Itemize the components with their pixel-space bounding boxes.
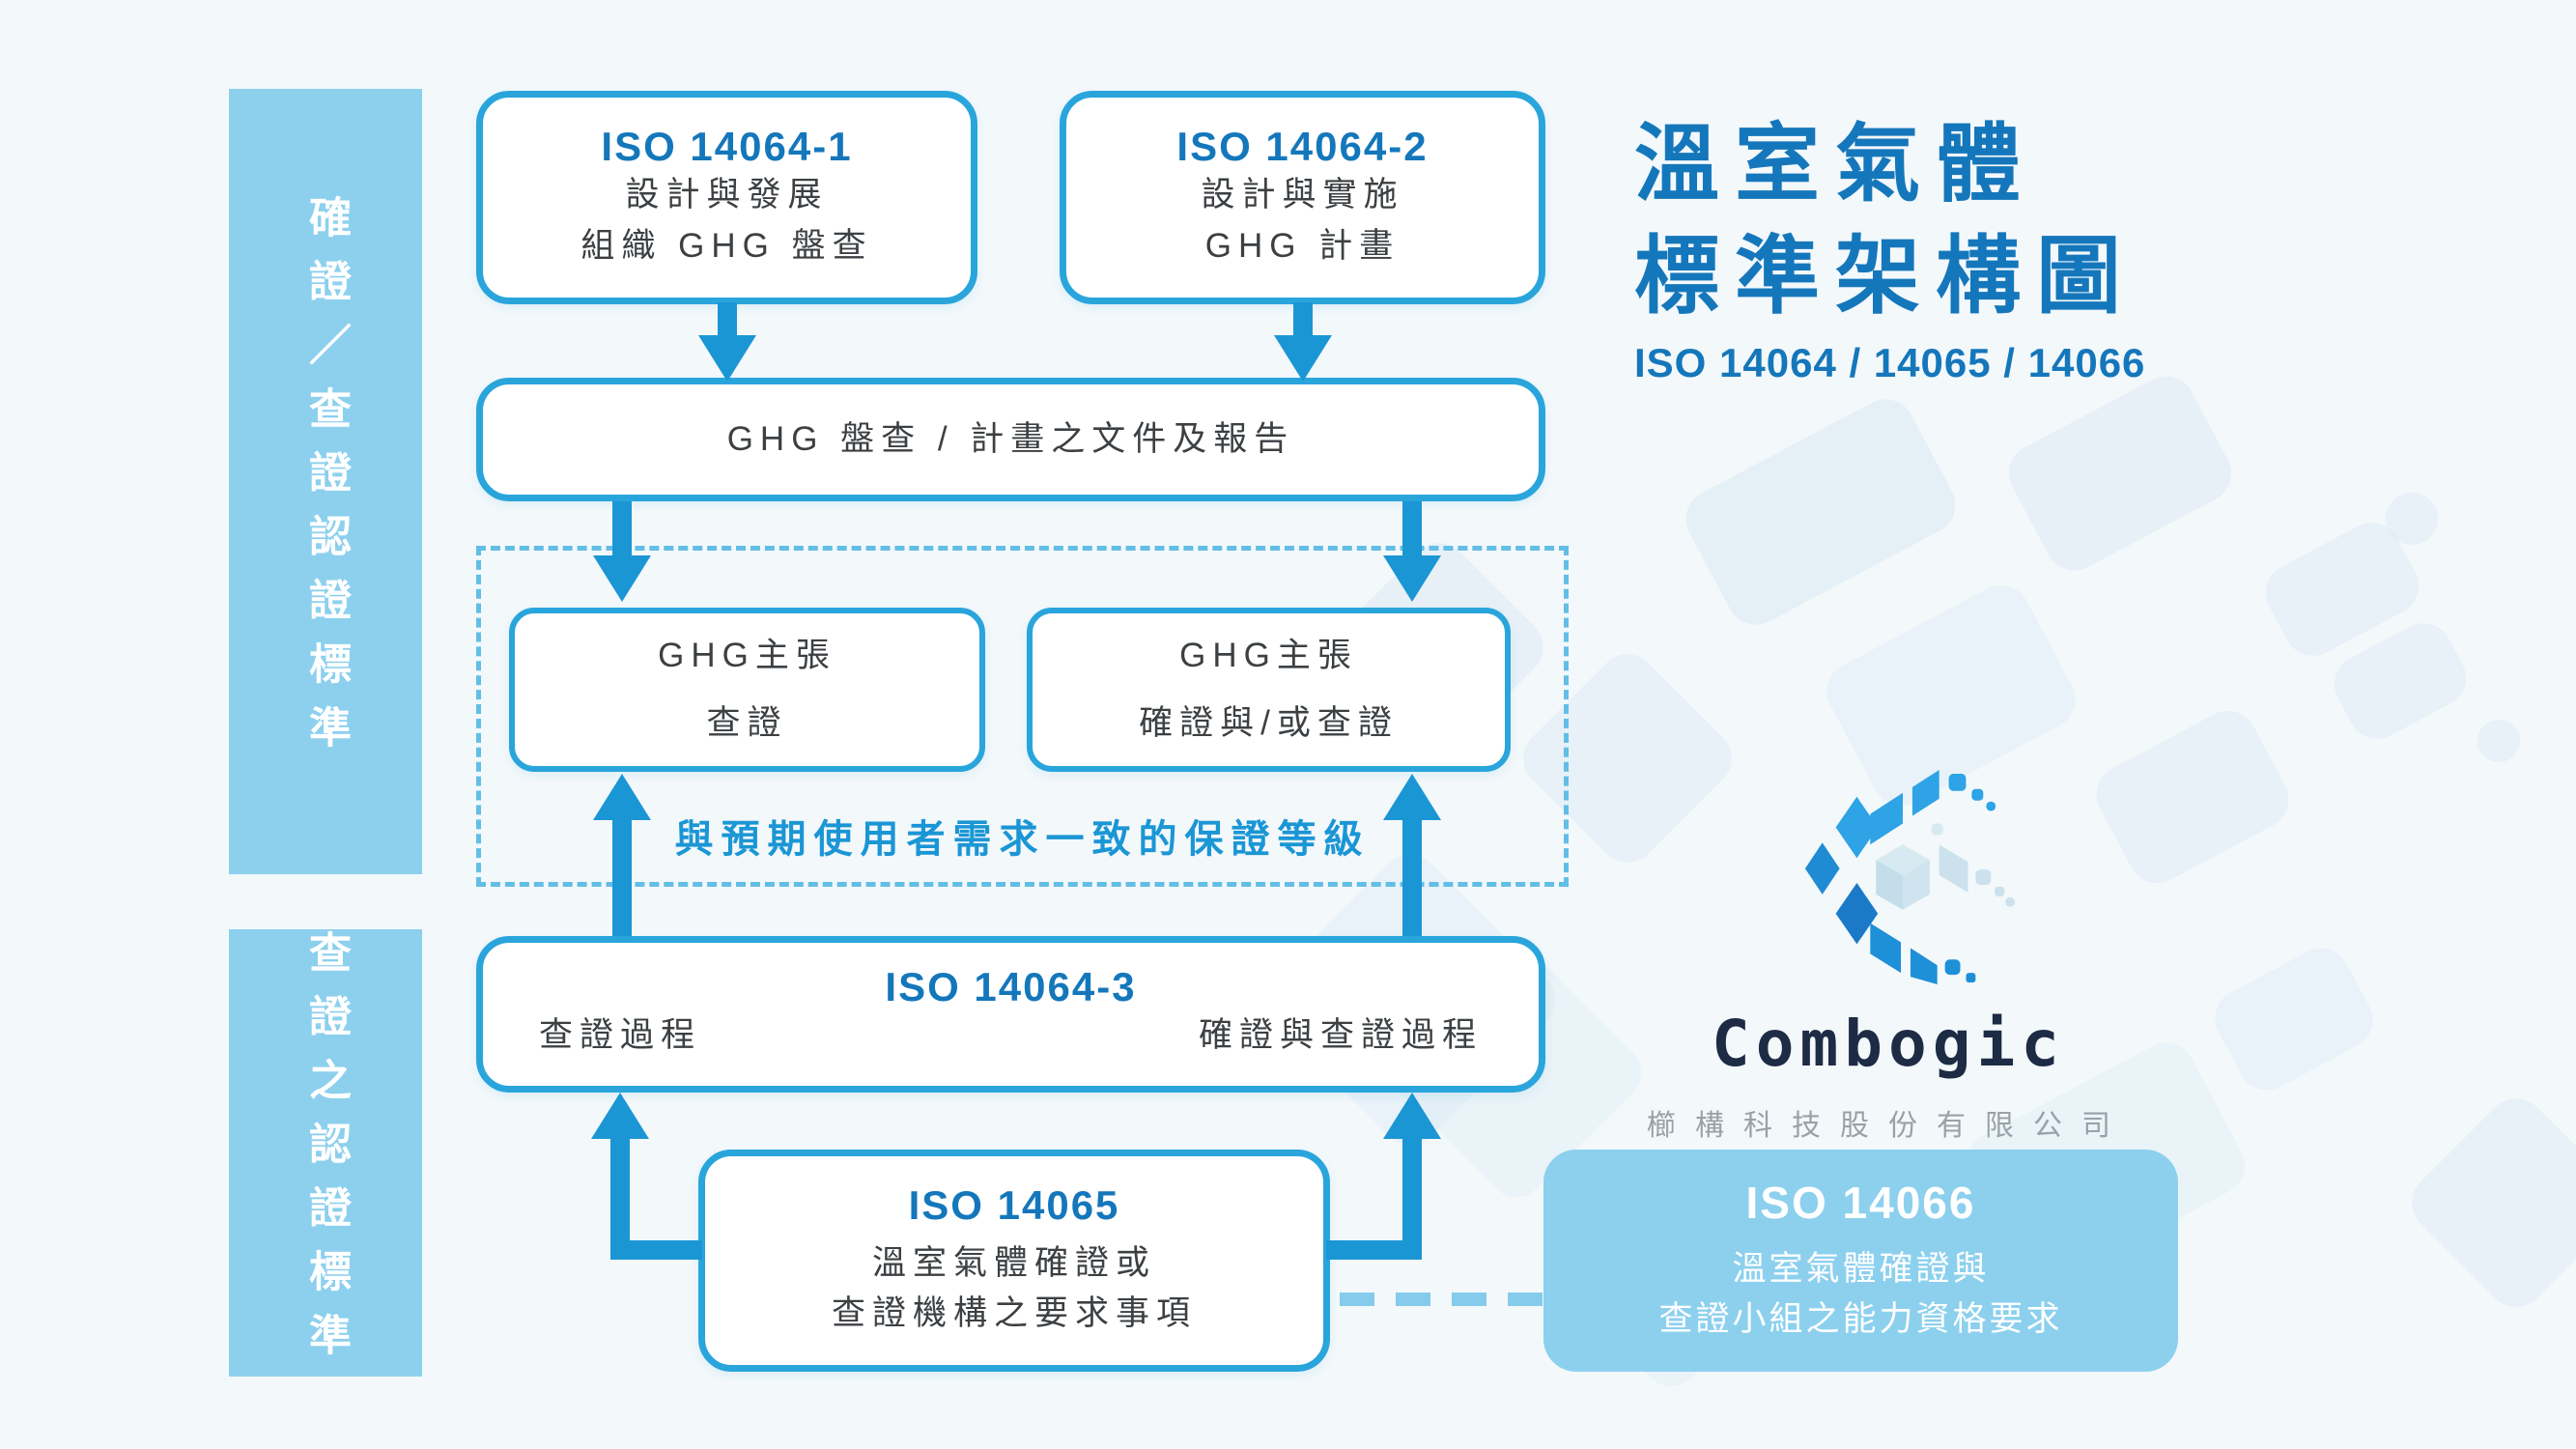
watermark-shape bbox=[2468, 710, 2530, 772]
arrow-down-icon bbox=[1274, 335, 1332, 382]
watermark-shape bbox=[2086, 700, 2299, 894]
ghg-report-box: GHG 盤查 / 計畫之文件及報告 bbox=[476, 378, 1545, 501]
elbow-connector bbox=[610, 1137, 630, 1260]
iso-14064-1-line2: 組織 GHG 盤查 bbox=[580, 226, 873, 265]
watermark-shape bbox=[1998, 365, 2242, 582]
iso-14066-title: ISO 14066 bbox=[1745, 1177, 1976, 1228]
arrow-up-icon bbox=[1402, 818, 1422, 936]
category-label: 確證／查證認證標準 bbox=[302, 194, 350, 769]
category-label: 查證之認證標準 bbox=[302, 929, 350, 1377]
iso-14064-2-title: ISO 14064-2 bbox=[1176, 124, 1429, 169]
iso-14066-line2: 查證小組之能力資格要求 bbox=[1658, 1300, 2063, 1338]
elbow-connector bbox=[1402, 1137, 1422, 1260]
arrow-down-icon bbox=[1293, 302, 1313, 343]
watermark-shape bbox=[2204, 938, 2384, 1100]
arrow-down-icon bbox=[698, 335, 756, 382]
iso-14064-1-box: ISO 14064-1 設計與發展 組織 GHG 盤查 bbox=[476, 91, 977, 304]
claim-right-line2: 確證與/或查證 bbox=[1139, 703, 1399, 742]
iso-14065-line1: 溫室氣體確證或 bbox=[871, 1243, 1156, 1282]
arrow-up-icon bbox=[1383, 774, 1441, 820]
assurance-dashed-region bbox=[476, 546, 1569, 887]
logo-wordmark: Combogic bbox=[1712, 1007, 2065, 1081]
arrow-up-icon bbox=[612, 818, 632, 936]
iso-14064-3-right-label: 確證與查證過程 bbox=[1198, 1016, 1483, 1054]
claim-left-line1: GHG主張 bbox=[658, 636, 836, 674]
cube-logo-icon bbox=[1804, 769, 2016, 985]
page-subtitle: ISO 14064 / 14065 / 14066 bbox=[1634, 340, 2146, 385]
arrow-down-icon bbox=[1383, 555, 1441, 602]
dashed-connector bbox=[1340, 1293, 1543, 1306]
iso-14065-title: ISO 14065 bbox=[908, 1181, 1120, 1228]
arrow-down-icon bbox=[593, 555, 651, 602]
iso-14064-3-title: ISO 14064-3 bbox=[885, 964, 1137, 1009]
arrow-down-icon bbox=[718, 302, 737, 343]
arrow-up-icon bbox=[1383, 1093, 1441, 1139]
logo-company-name: 櫛構科技股份有限公司 bbox=[1647, 1110, 2130, 1142]
iso-14064-3-left-label: 查證過程 bbox=[539, 1016, 702, 1054]
arrow-up-icon bbox=[593, 774, 651, 820]
iso-14065-box: ISO 14065 溫室氣體確證或 查證機構之要求事項 bbox=[698, 1150, 1330, 1372]
iso-14064-2-box: ISO 14064-2 設計與實施 GHG 計畫 bbox=[1060, 91, 1545, 304]
watermark-shape bbox=[1676, 388, 1966, 636]
iso-14064-2-line2: GHG 計畫 bbox=[1204, 226, 1401, 265]
category-panel-accreditation: 查證之認證標準 bbox=[229, 929, 422, 1377]
iso-14065-line2: 查證機構之要求事項 bbox=[831, 1294, 1197, 1332]
arrow-up-icon bbox=[591, 1093, 649, 1139]
watermark-shape bbox=[2399, 1086, 2576, 1320]
iso-14064-1-line1: 設計與發展 bbox=[625, 176, 829, 213]
assurance-note: 與預期使用者需求一致的保證等級 bbox=[674, 818, 1371, 861]
ghg-claim-verification-box: GHG主張 查證 bbox=[509, 608, 985, 772]
iso-14066-box: ISO 14066 溫室氣體確證與 查證小組之能力資格要求 bbox=[1543, 1150, 2178, 1372]
arrow-down-icon bbox=[612, 501, 632, 557]
elbow-connector bbox=[610, 1240, 702, 1260]
elbow-connector bbox=[1326, 1240, 1422, 1260]
category-panel-validation-verification: 確證／查證認證標準 bbox=[229, 89, 422, 874]
iso-14064-1-title: ISO 14064-1 bbox=[601, 124, 853, 169]
claim-left-line2: 查證 bbox=[706, 703, 788, 742]
claim-right-line1: GHG主張 bbox=[1179, 636, 1358, 674]
page-title-line2: 標準架構圖 bbox=[1634, 228, 2137, 325]
iso-14064-3-box: ISO 14064-3 查證過程 確證與查證過程 bbox=[476, 936, 1545, 1093]
iso-14066-line1: 溫室氣體確證與 bbox=[1732, 1249, 1990, 1288]
arrow-down-icon bbox=[1402, 501, 1422, 557]
ghg-claim-validation-box: GHG主張 確證與/或查證 bbox=[1027, 608, 1511, 772]
page-title-line1: 溫室氣體 bbox=[1634, 116, 2037, 212]
page-title: 溫室氣體 標準架構圖 bbox=[1634, 108, 2137, 332]
iso-14064-2-line1: 設計與實施 bbox=[1201, 176, 1404, 213]
ghg-report-label: GHG 盤查 / 計畫之文件及報告 bbox=[726, 419, 1295, 458]
